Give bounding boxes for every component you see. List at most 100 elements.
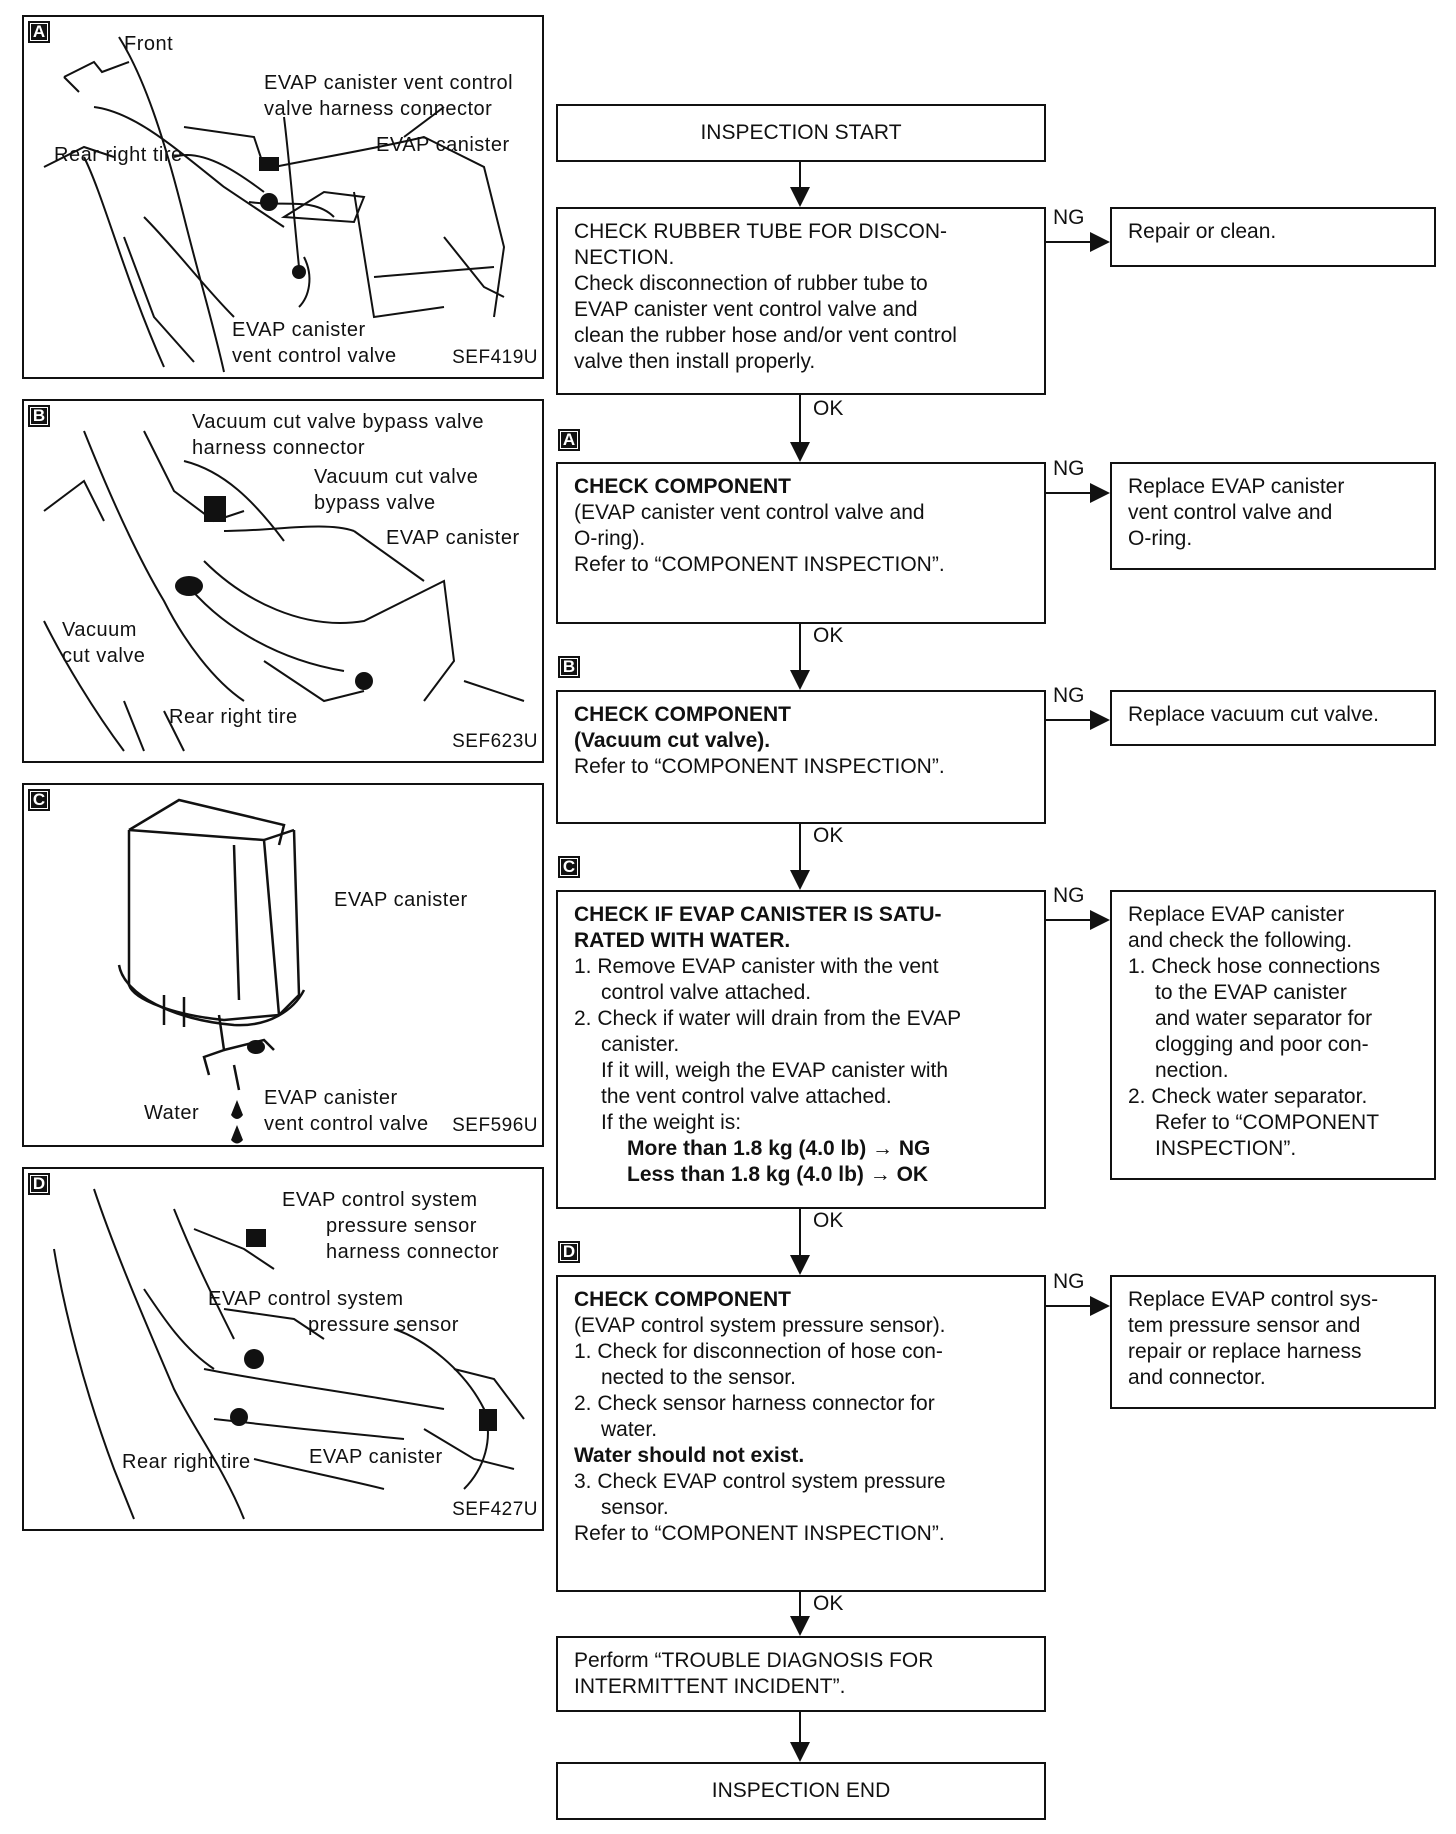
panel-a-drawing bbox=[43, 36, 506, 373]
ok-label-4: OK bbox=[813, 1209, 844, 1232]
step4-ng-line5: and water separator for bbox=[1155, 1007, 1373, 1030]
step2-ng-line1: Replace EVAP canister bbox=[1128, 475, 1345, 498]
step5-ng-box: Replace EVAP control sys- tem pressure s… bbox=[1110, 1275, 1436, 1409]
label-sensor-harness-2: pressure sensor bbox=[326, 1215, 477, 1237]
label-vent-valve-1: EVAP canister bbox=[232, 319, 366, 341]
step3-ng-label: NG bbox=[1053, 684, 1085, 707]
step6-line2: INTERMITTENT INCIDENT”. bbox=[574, 1675, 846, 1698]
inspection-start-label: INSPECTION START bbox=[700, 121, 902, 144]
step5-box: CHECK COMPONENT (EVAP control system pre… bbox=[556, 1275, 1046, 1592]
step5-item1b: nected to the sensor. bbox=[601, 1366, 796, 1389]
step4-weight-ok: Less than 1.8 kg (4.0 lb) → OK bbox=[627, 1163, 929, 1186]
step4-title2: RATED WITH WATER. bbox=[574, 929, 791, 952]
label-water: Water bbox=[144, 1102, 200, 1124]
step3-ng-text: Replace vacuum cut valve. bbox=[1128, 703, 1379, 726]
step4-box: CHECK IF EVAP CANISTER IS SATU- RATED WI… bbox=[556, 890, 1046, 1209]
step5-item3b: sensor. bbox=[601, 1496, 669, 1519]
step2-ng-line3: O-ring. bbox=[1128, 527, 1193, 550]
label-evap-canister: EVAP canister bbox=[376, 134, 510, 156]
step1-box: CHECK RUBBER TUBE FOR DISCON- NECTION. C… bbox=[556, 207, 1046, 395]
panel-b-tag: B bbox=[28, 405, 50, 427]
illustration-panel-c: C EVAP canister EVAP canister vent contr… bbox=[22, 783, 544, 1147]
step2-ng-line2: vent control valve and bbox=[1128, 501, 1333, 524]
step4-ng-box: Replace EVAP canister and check the foll… bbox=[1110, 890, 1436, 1180]
step4-item1: 1. Remove EVAP canister with the vent bbox=[574, 955, 939, 978]
step5-item2: 2. Check sensor harness connector for bbox=[574, 1392, 935, 1415]
illustration-panel-a: A Front EVAP canister vent control valve… bbox=[22, 15, 544, 379]
panel-d-code: SEF427U bbox=[452, 1499, 538, 1520]
step3-title2: (Vacuum cut valve). bbox=[574, 729, 771, 752]
step5-warning: Water should not exist. bbox=[574, 1444, 805, 1467]
step4-ng-line8: 2. Check water separator. bbox=[1128, 1085, 1368, 1108]
step4-item2: 2. Check if water will drain from the EV… bbox=[574, 1007, 962, 1030]
label-bypass-valve-1: Vacuum cut valve bbox=[314, 466, 479, 488]
label-sensor-harness-1: EVAP control system bbox=[282, 1189, 478, 1211]
step4-ng-label: NG bbox=[1053, 884, 1085, 907]
ok-label-5: OK bbox=[813, 1592, 844, 1615]
label-vent-harness-1: EVAP canister vent control bbox=[264, 72, 514, 94]
label-rear-right-tire: Rear right tire bbox=[54, 144, 183, 166]
step6-box: Perform “TROUBLE DIAGNOSIS FOR INTERMITT… bbox=[556, 1636, 1046, 1712]
step5-item3: 3. Check EVAP control system pressure bbox=[574, 1470, 946, 1493]
label-bypass-harness-1: Vacuum cut valve bypass valve bbox=[192, 411, 485, 433]
label-evap-canister-d: EVAP canister bbox=[309, 1446, 443, 1468]
step3-line1: Refer to “COMPONENT INSPECTION”. bbox=[574, 755, 945, 778]
step1-line6: valve then install properly. bbox=[574, 350, 816, 373]
step5-line1: (EVAP control system pressure sensor). bbox=[574, 1314, 946, 1337]
label-sensor-harness-3: harness connector bbox=[326, 1241, 500, 1263]
panel-a-code: SEF419U bbox=[452, 347, 538, 368]
ok-label-3: OK bbox=[813, 824, 844, 847]
step4-ng-line7: nection. bbox=[1155, 1059, 1229, 1082]
label-bypass-valve-2: bypass valve bbox=[314, 492, 436, 514]
label-pressure-sensor-2: pressure sensor bbox=[308, 1314, 459, 1336]
inspection-end-label: INSPECTION END bbox=[711, 1779, 891, 1802]
step4-ng-line3: 1. Check hose connections bbox=[1128, 955, 1381, 978]
step2-line1: (EVAP canister vent control valve and bbox=[574, 501, 925, 524]
panel-c-drawing bbox=[117, 798, 306, 1144]
step1-line4: EVAP canister vent control valve and bbox=[574, 298, 918, 321]
step1-ng-box: Repair or clean. bbox=[1110, 207, 1436, 267]
step4-weight-ng: More than 1.8 kg (4.0 lb) → NG bbox=[627, 1137, 931, 1160]
ok-label-1: OK bbox=[813, 397, 844, 420]
inspection-start-box: INSPECTION START bbox=[556, 104, 1046, 162]
step1-ng-text: Repair or clean. bbox=[1128, 220, 1277, 243]
panel-b-drawing bbox=[43, 430, 525, 752]
label-bypass-harness-2: harness connector bbox=[192, 437, 366, 459]
step4-ng-line1: Replace EVAP canister bbox=[1128, 903, 1345, 926]
step2-title: CHECK COMPONENT bbox=[574, 475, 792, 498]
step1-line5: clean the rubber hose and/or vent contro… bbox=[574, 324, 957, 347]
panel-a-tag: A bbox=[28, 21, 50, 43]
step2-ng-label: NG bbox=[1053, 457, 1085, 480]
step5-ng-line4: and connector. bbox=[1128, 1366, 1266, 1389]
step2-line2: O-ring). bbox=[574, 527, 646, 550]
panel-b-code: SEF623U bbox=[452, 731, 538, 752]
step4-ng-line6: clogging and poor con- bbox=[1155, 1033, 1369, 1056]
step1-line2: NECTION. bbox=[574, 246, 675, 269]
step1-ng-label: NG bbox=[1053, 206, 1085, 229]
label-rear-right-tire-b: Rear right tire bbox=[169, 706, 298, 728]
label-vacuum-2: cut valve bbox=[62, 645, 146, 667]
step5-ng-line3: repair or replace harness bbox=[1128, 1340, 1362, 1363]
step4-tag: C bbox=[558, 856, 580, 878]
step6-line1: Perform “TROUBLE DIAGNOSIS FOR bbox=[574, 1649, 934, 1672]
step5-item1: 1. Check for disconnection of hose con- bbox=[574, 1340, 943, 1363]
step4-sub2: the vent control valve attached. bbox=[601, 1085, 892, 1108]
panel-c-tag: C bbox=[28, 789, 50, 811]
step2-box: CHECK COMPONENT (EVAP canister vent cont… bbox=[556, 462, 1046, 624]
step4-ng-line9: Refer to “COMPONENT bbox=[1155, 1111, 1380, 1134]
panel-d-drawing bbox=[53, 1188, 525, 1520]
step3-box: CHECK COMPONENT (Vacuum cut valve). Refe… bbox=[556, 690, 1046, 824]
step5-item2b: water. bbox=[601, 1418, 658, 1441]
step3-ng-box: Replace vacuum cut valve. bbox=[1110, 690, 1436, 746]
step2-tag: A bbox=[558, 429, 580, 451]
label-pressure-sensor-1: EVAP control system bbox=[208, 1288, 404, 1310]
step4-ng-line2: and check the following. bbox=[1128, 929, 1353, 952]
label-vent-valve-2: vent control valve bbox=[232, 345, 397, 367]
step1-line1: CHECK RUBBER TUBE FOR DISCON- bbox=[574, 220, 947, 243]
step5-ng-label: NG bbox=[1053, 1270, 1085, 1293]
step1-line3: Check disconnection of rubber tube to bbox=[574, 272, 928, 295]
label-vent-valve-c2: vent control valve bbox=[264, 1113, 429, 1135]
step4-title: CHECK IF EVAP CANISTER IS SATU- bbox=[574, 903, 942, 926]
step3-title: CHECK COMPONENT bbox=[574, 703, 792, 726]
